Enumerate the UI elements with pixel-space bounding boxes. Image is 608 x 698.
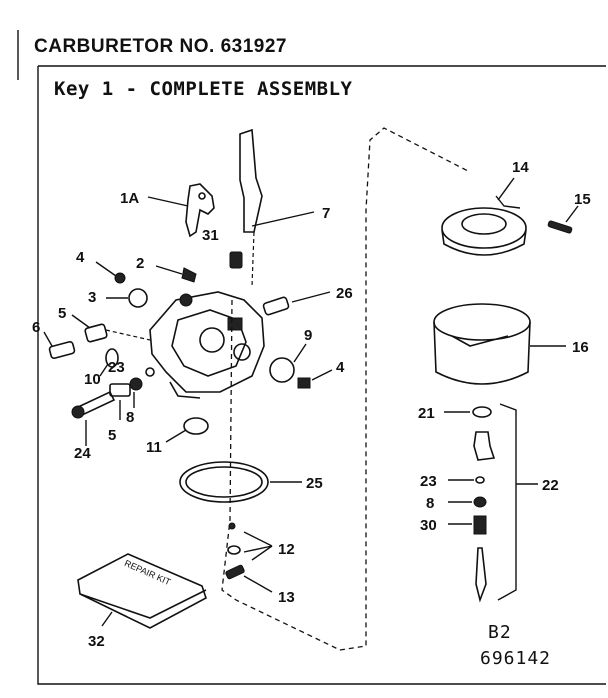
part-25-gasket (179, 461, 302, 503)
diagram-frame (37, 65, 606, 685)
label-2: 2 (136, 255, 144, 272)
label-24: 24 (74, 445, 91, 462)
label-31: 31 (202, 227, 219, 244)
label-25: 25 (306, 475, 323, 492)
parts-5-6-screws (43, 314, 151, 360)
parts-2-3-4 (95, 261, 197, 308)
label-5a: 5 (58, 305, 66, 322)
label-30: 30 (420, 517, 437, 534)
label-15: 15 (574, 191, 591, 208)
label-9: 9 (304, 327, 312, 344)
label-23b: 23 (420, 473, 437, 490)
label-32: 32 (88, 633, 105, 650)
label-3: 3 (88, 289, 96, 306)
label-7: 7 (322, 205, 330, 222)
part-number-labels: 1A 7 31 4 2 3 26 5 6 9 23 4 10 8 5 11 24… (32, 159, 591, 650)
part-16-bowl (433, 303, 566, 385)
part-1A-bracket (147, 183, 215, 238)
part-15-pin (547, 205, 579, 234)
label-13: 13 (278, 589, 295, 606)
part-7-lever (239, 128, 315, 287)
label-23a: 23 (108, 359, 125, 376)
assembly-guide-line (221, 127, 471, 651)
label-16: 16 (572, 339, 589, 356)
parts-10-23-8-5-24 (71, 348, 155, 446)
label-4b: 4 (336, 359, 345, 376)
label-8b: 8 (426, 495, 434, 512)
label-8a: 8 (126, 409, 134, 426)
label-21: 21 (418, 405, 435, 422)
part-31 (229, 251, 243, 269)
diagram-code-line2: 696142 (480, 648, 552, 669)
diagram-code-line1: B2 (488, 622, 512, 643)
label-4a: 4 (76, 249, 85, 266)
part-32-repair-kit: REPAIR KIT (77, 553, 207, 629)
label-5b: 5 (108, 427, 116, 444)
parts-9-4 (269, 343, 333, 389)
label-22: 22 (542, 477, 559, 494)
label-12: 12 (278, 541, 295, 558)
diagram-subtitle: Key 1 - COMPLETE ASSEMBLY (54, 78, 353, 100)
part-11 (165, 417, 209, 443)
page-title: CARBURETOR NO. 631927 (34, 36, 288, 57)
part-26-screw (262, 291, 331, 316)
parts-12-13 (225, 522, 273, 593)
label-1A: 1A (120, 190, 139, 207)
parts-21-23-8-30-22 (444, 403, 538, 603)
label-26: 26 (336, 285, 353, 302)
label-6: 6 (32, 319, 40, 336)
label-14: 14 (512, 159, 529, 176)
label-11: 11 (146, 439, 162, 456)
label-10: 10 (84, 371, 101, 388)
carburetor-body (149, 291, 265, 399)
part-14-float (441, 177, 527, 256)
